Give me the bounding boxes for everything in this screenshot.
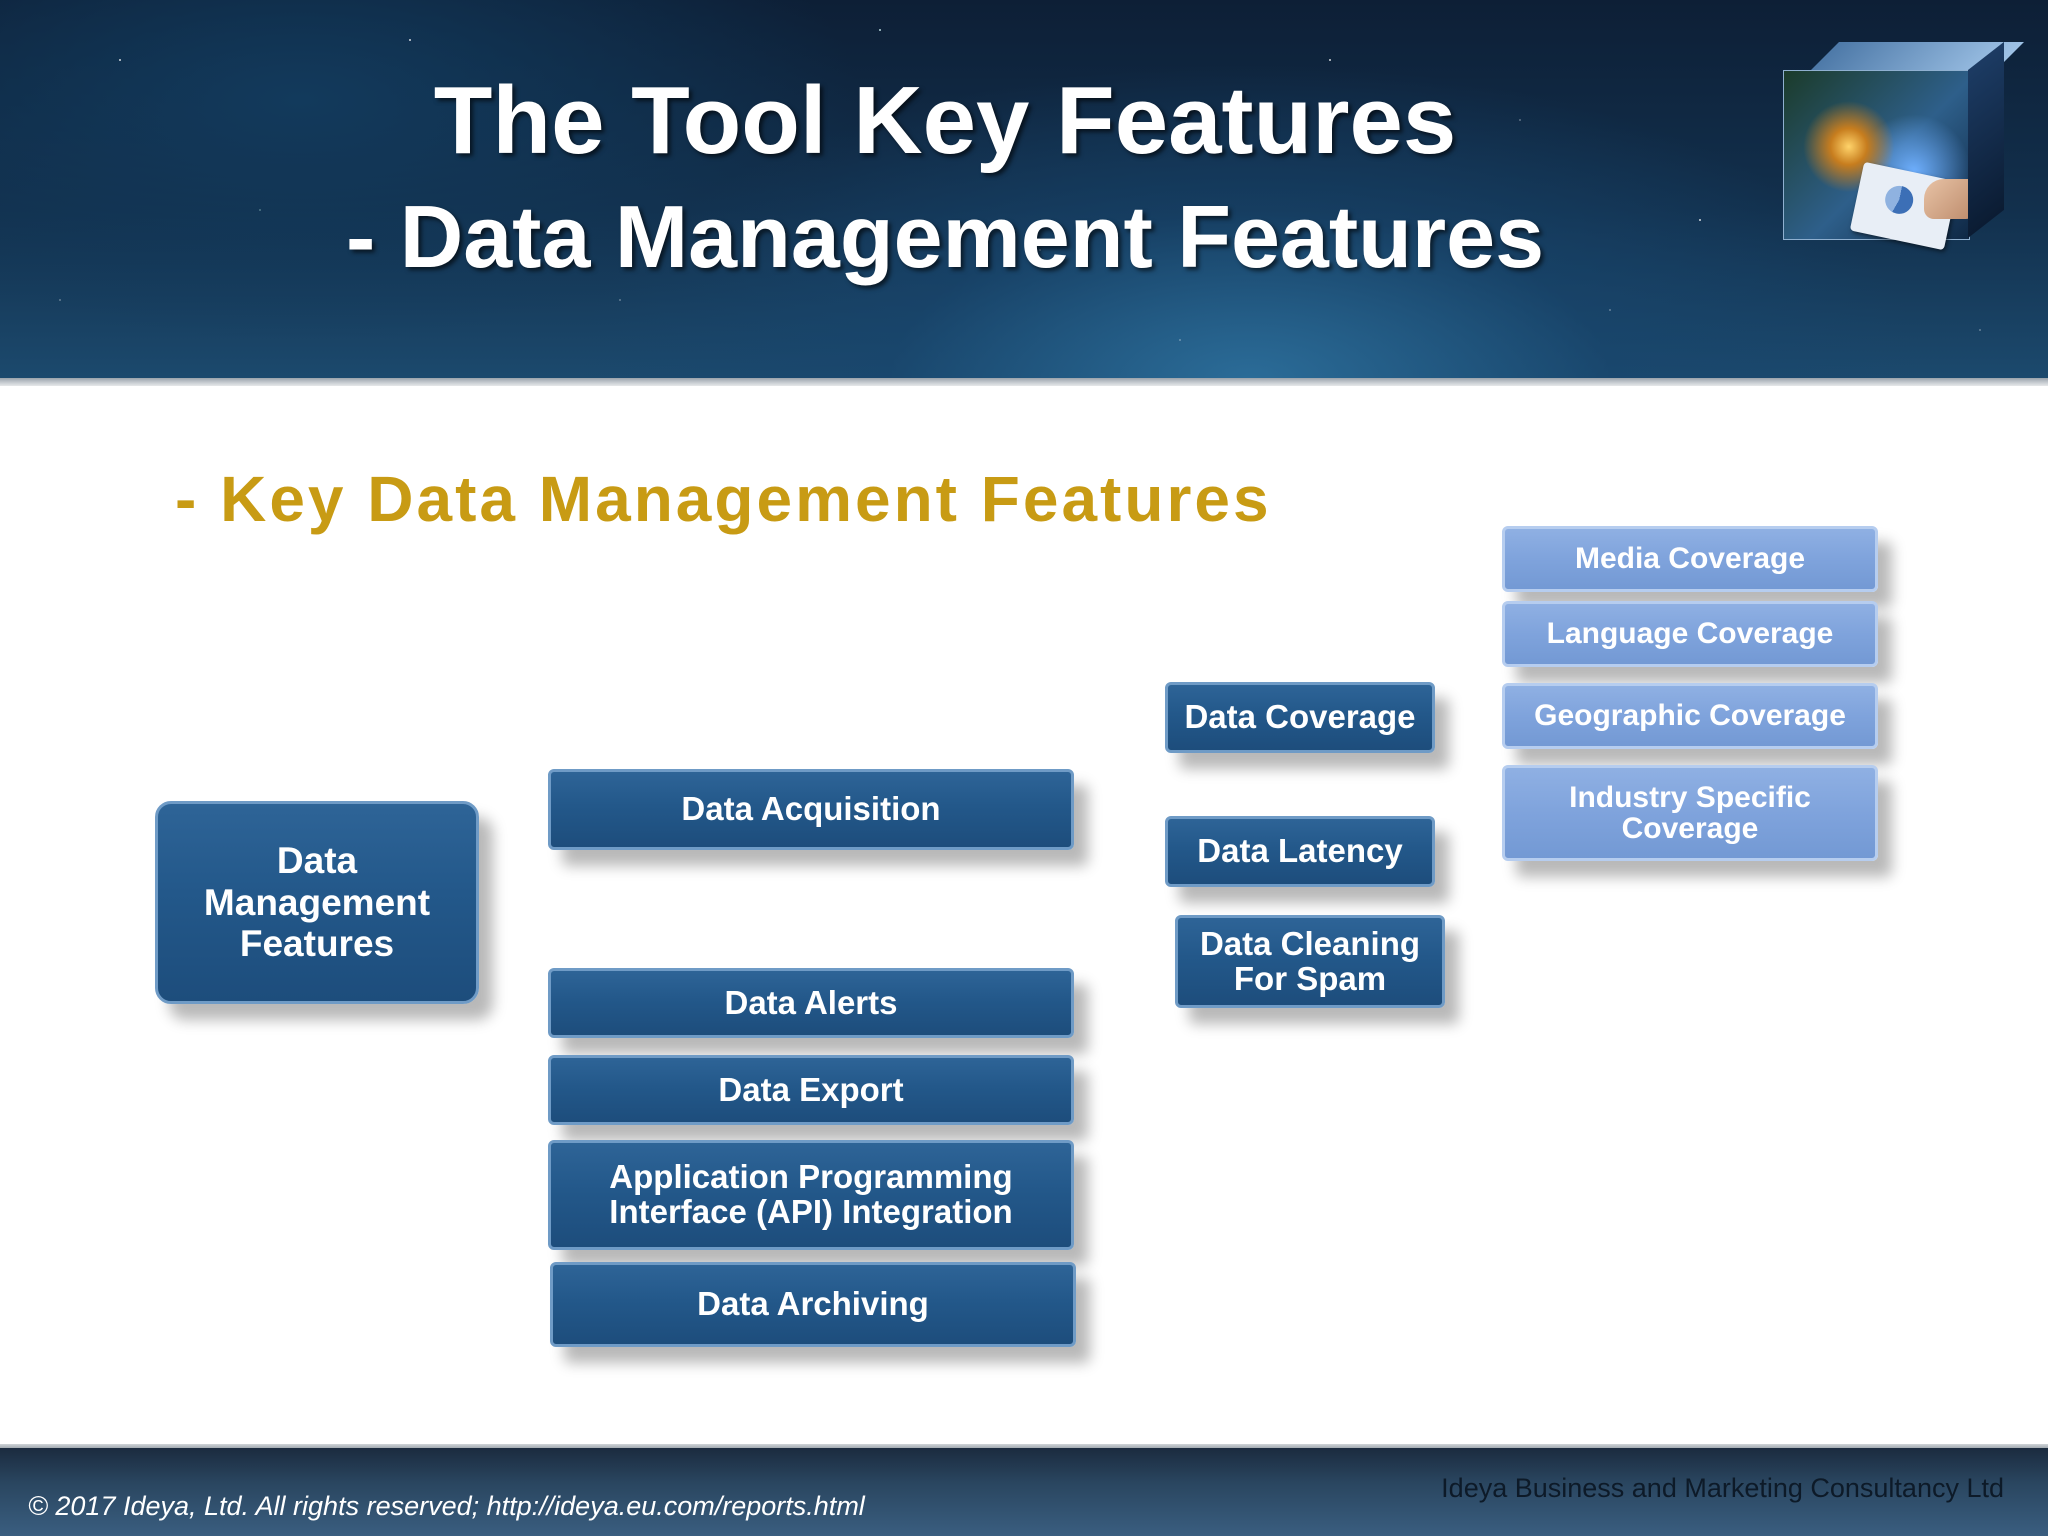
node-data-archiving: Data Archiving xyxy=(550,1262,1076,1347)
slide-footer xyxy=(0,1448,2048,1536)
node-label: Data Acquisition xyxy=(681,790,941,828)
copyright-text: © 2017 Ideya, Ltd. All rights reserved; … xyxy=(28,1491,865,1521)
node-label-line1: Industry Specific xyxy=(1569,780,1811,814)
slide-header: The Tool Key Features - Data Management … xyxy=(0,0,2048,382)
node-label: Data Latency xyxy=(1197,832,1403,870)
node-data-latency: Data Latency xyxy=(1165,816,1435,887)
footer-divider xyxy=(0,1444,2048,1450)
data-cube-image xyxy=(1783,41,2024,251)
starfield-background xyxy=(0,0,2048,382)
node-label: Geographic Coverage xyxy=(1534,699,1846,733)
node-data-export: Data Export xyxy=(548,1055,1074,1125)
node-label: Media Coverage xyxy=(1574,542,1806,576)
node-data-alerts: Data Alerts xyxy=(548,968,1074,1038)
cube-front-face xyxy=(1783,70,1984,251)
node-label-line1: Data Cleaning xyxy=(1199,924,1421,962)
header-divider xyxy=(0,378,2048,386)
node-label-line2: Management xyxy=(203,881,431,923)
node-label: Data Export xyxy=(718,1070,904,1108)
node-data-management-features: Data Management Features xyxy=(155,801,479,1004)
node-data-cleaning-for-spam: Data Cleaning For Spam xyxy=(1175,915,1445,1008)
node-language-coverage: Language Coverage xyxy=(1502,601,1878,667)
node-label-line2: For Spam xyxy=(1233,959,1387,997)
cube-side-face xyxy=(1968,41,2004,238)
section-subtitle: - Key Data Management Features xyxy=(175,463,1272,535)
company-name: Ideya Business and Marketing Consultancy… xyxy=(1441,1473,2004,1503)
node-data-acquisition: Data Acquisition xyxy=(548,769,1074,850)
node-label-line2: Coverage xyxy=(1621,812,1759,845)
node-media-coverage: Media Coverage xyxy=(1502,526,1878,592)
node-label-line3: Features xyxy=(239,923,395,965)
node-label: Data Alerts xyxy=(724,983,898,1021)
slide-title-line2: - Data Management Features xyxy=(345,187,1545,286)
slide-title: The Tool Key Features xyxy=(433,67,1457,174)
node-label-line1: Application Programming xyxy=(609,1158,1013,1196)
node-data-coverage: Data Coverage xyxy=(1165,682,1435,753)
node-industry-specific-coverage: Industry Specific Coverage xyxy=(1502,765,1878,861)
node-geographic-coverage: Geographic Coverage xyxy=(1502,683,1878,749)
node-label: Language Coverage xyxy=(1546,617,1834,651)
node-label-line2: Interface (API) Integration xyxy=(609,1193,1013,1230)
node-label: Data Archiving xyxy=(697,1285,929,1323)
node-label: Data Coverage xyxy=(1184,698,1416,736)
node-api-integration: Application Programming Interface (API) … xyxy=(548,1140,1074,1250)
node-label-line1: Data xyxy=(276,840,358,882)
